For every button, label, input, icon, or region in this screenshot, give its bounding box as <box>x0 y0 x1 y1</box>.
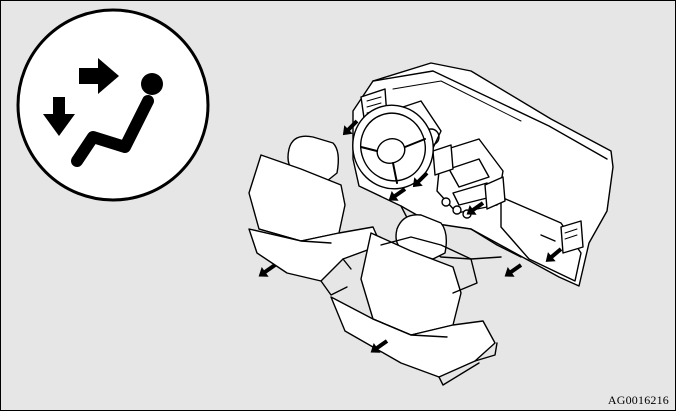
air-flow-to-driver-icon <box>18 10 208 200</box>
car-interior-dashboard-and-front-seats <box>249 63 613 385</box>
airflow-arrow-icon <box>501 260 524 281</box>
figure-reference-code: AG0016216 <box>608 393 669 408</box>
